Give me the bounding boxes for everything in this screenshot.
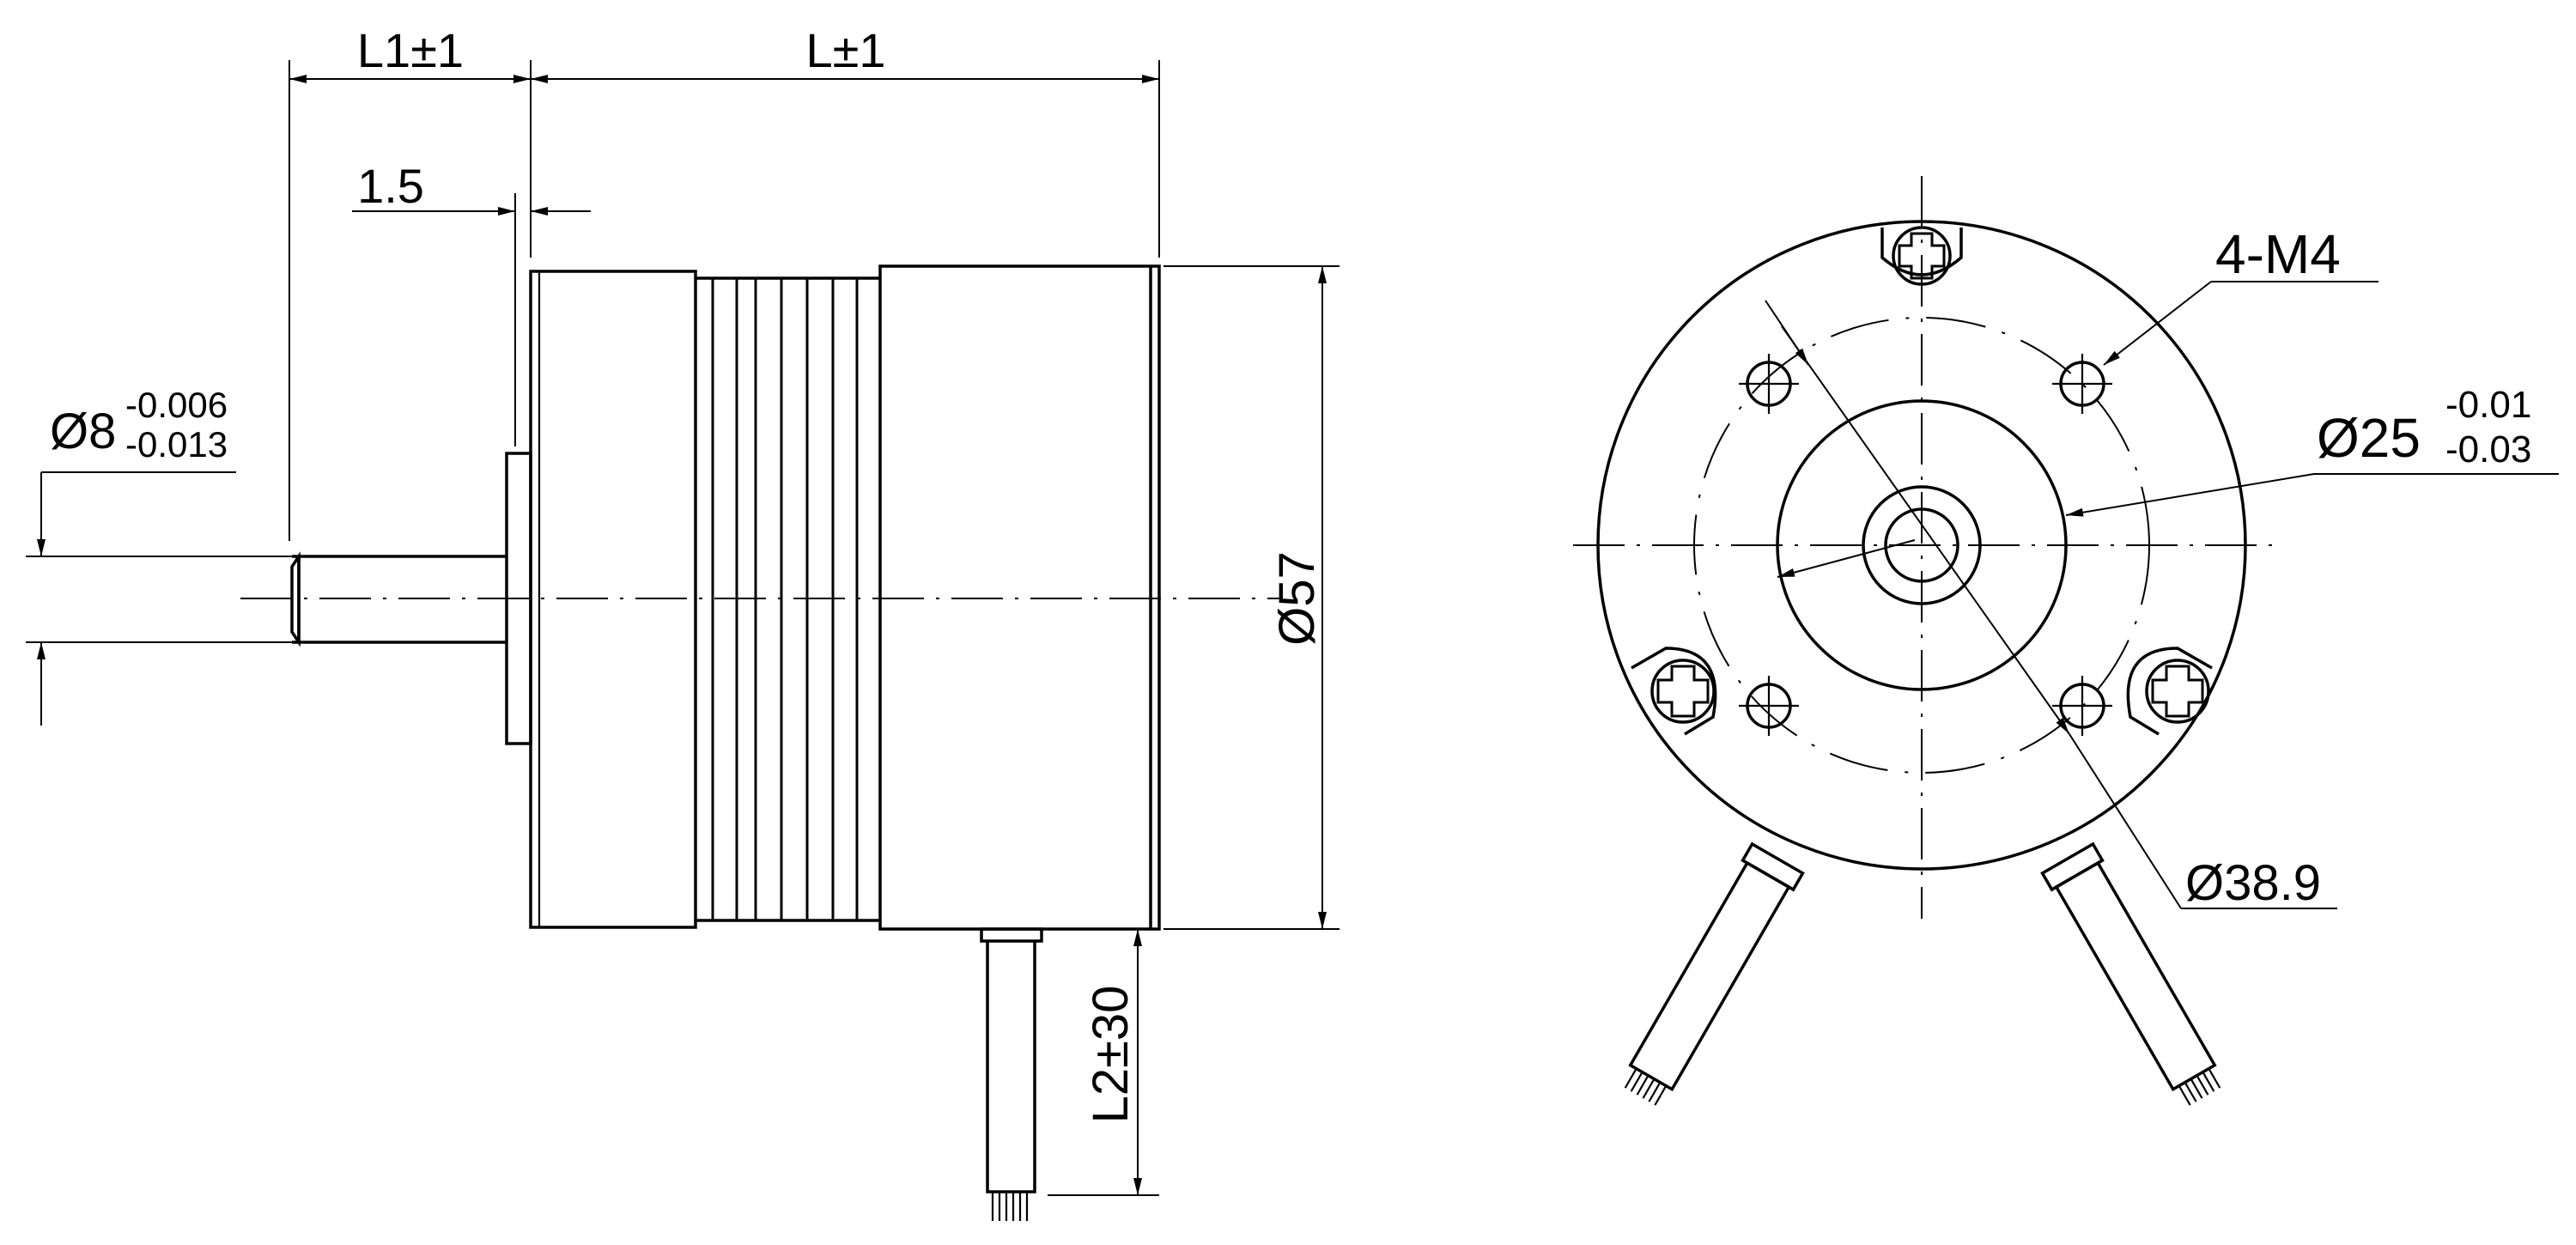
dim-shaft-diameter: Ø8 -0.006 -0.013: [37, 385, 236, 726]
dim-l-label: L±1: [805, 23, 885, 77]
extension-lines: [26, 60, 1340, 1196]
dim-body-label: Ø57: [1269, 551, 1325, 646]
front-view: 4-M4 Ø25 -0.01 -0.03 Ø38.9: [1573, 176, 2559, 1106]
dim-shaft-label: Ø8: [50, 404, 116, 459]
dim-l: L±1: [531, 23, 1159, 83]
side-view: L1±1 L±1 1.5 Ø8 -0.006 -0.013 Ø57: [26, 23, 1340, 1221]
dim-flange: 1.5: [352, 159, 591, 216]
dim-bolt-circle: Ø38.9: [1765, 300, 2337, 911]
dim-holes-label: 4-M4: [2215, 223, 2341, 285]
screw-left: [1650, 659, 1716, 724]
dim-flange-label: 1.5: [357, 159, 424, 213]
dim-lead-label: L2±30: [1083, 986, 1139, 1124]
screw-top: [1892, 226, 1952, 286]
body-outline: [1596, 220, 2247, 871]
lead-wire-left: [1624, 841, 1805, 1106]
dim-pilot-tol-lower: -0.03: [2445, 428, 2531, 471]
pilot-boss: [1776, 399, 2068, 691]
dim-body-diameter: Ø57: [1269, 266, 1327, 929]
dim-holes: 4-M4: [2103, 223, 2379, 366]
dim-shaft-tol-upper: -0.006: [125, 385, 228, 425]
dim-pilot: Ø25 -0.01 -0.03: [1777, 384, 2559, 578]
dim-l1: L1±1: [289, 23, 531, 83]
front-end-cap: [529, 270, 697, 929]
dim-bolt-circle-label: Ø38.9: [2185, 855, 2321, 911]
bolt-circle: [1693, 317, 2150, 774]
lead-wire-right: [2040, 841, 2221, 1106]
screw-right: [2145, 659, 2210, 724]
lead-wire: [980, 927, 1043, 1221]
mounting-holes: [1739, 354, 2112, 736]
dim-shaft-tol-lower: -0.013: [125, 424, 228, 465]
dim-pilot-label: Ø25: [2317, 407, 2421, 469]
dim-pilot-tol-upper: -0.01: [2445, 384, 2531, 426]
dim-lead-length: L2±30: [1083, 929, 1142, 1195]
shaft: [290, 551, 507, 647]
dim-l1-label: L1±1: [357, 23, 464, 77]
